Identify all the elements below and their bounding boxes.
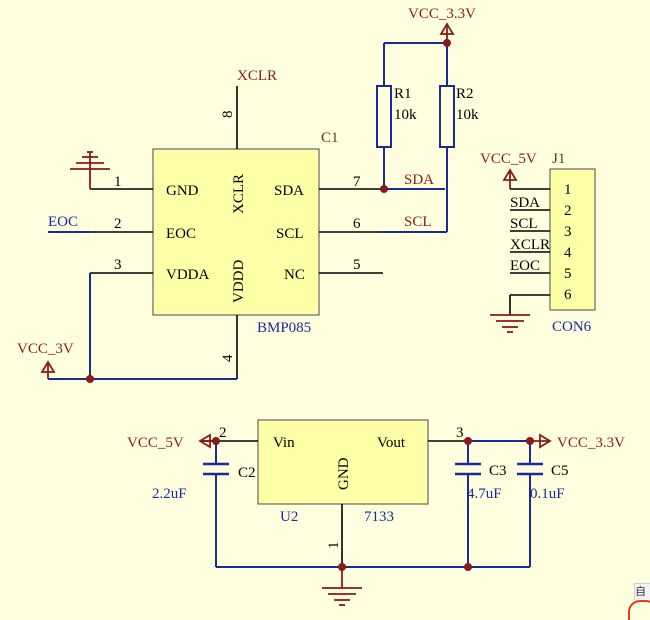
net-label-vcc33-top: VCC_3.3V xyxy=(408,6,476,22)
net-label-vcc33-out: VCC_3.3V xyxy=(557,435,625,451)
ground-symbol-c1 xyxy=(70,151,110,189)
net-label-vcc3v: VCC_3V xyxy=(17,341,74,357)
r1-value: 10k xyxy=(394,107,417,123)
pin-name-scl: SCL xyxy=(276,226,304,242)
c5-ref: C5 xyxy=(551,463,569,479)
j1-net-sda: SDA xyxy=(510,195,540,211)
net-label-xclr: XCLR xyxy=(237,68,277,84)
pin-num-7: 7 xyxy=(353,174,361,190)
capacitor-c3[interactable] xyxy=(455,462,481,476)
capacitor-c5[interactable] xyxy=(517,462,543,476)
net-label-eoc: EOC xyxy=(48,214,78,230)
u2-ref: U2 xyxy=(280,509,298,525)
pin-num-8: 8 xyxy=(220,111,236,119)
net-label-scl: SCL xyxy=(404,214,432,230)
r1-ref: R1 xyxy=(394,86,412,102)
j1-body xyxy=(549,168,596,311)
ground-symbol-j1 xyxy=(490,295,530,333)
j1-ref: J1 xyxy=(552,151,565,167)
pin-num-6: 6 xyxy=(353,216,361,232)
c5-value: 0.1uF xyxy=(530,486,565,502)
bmp085-sensor[interactable]: GND EOC VDDA SDA SCL NC XCLR VDDD 1 2 3 … xyxy=(90,86,383,379)
j1-value: CON6 xyxy=(552,319,592,335)
net-label-sda: SDA xyxy=(404,172,434,188)
u2-pin-vin: Vin xyxy=(273,435,295,451)
net-label-vcc5v-j1: VCC_5V xyxy=(480,151,537,167)
bmp085-value: BMP085 xyxy=(257,320,311,336)
pin-num-3: 3 xyxy=(114,257,122,273)
pullup-network xyxy=(380,22,455,233)
connector-j1[interactable]: 1 2 3 4 5 6 SDA SCL XCLR EOC J1 CON6 xyxy=(510,151,596,335)
pin-name-nc: NC xyxy=(284,267,305,283)
net-label-vcc5v-reg: VCC_5V xyxy=(127,435,184,451)
corner-overlay-box[interactable]: 自 xyxy=(634,583,650,600)
u2-num-vin: 2 xyxy=(219,425,227,441)
r2-value: 10k xyxy=(456,107,479,123)
r2-ref: R2 xyxy=(456,86,474,102)
pin-num-4: 4 xyxy=(220,354,236,362)
j1-pin-5: 5 xyxy=(564,266,572,282)
j1-vcc5v-supply xyxy=(502,168,518,189)
pin-num-2: 2 xyxy=(114,216,122,232)
j1-net-scl: SCL xyxy=(510,216,538,232)
pin-num-1: 1 xyxy=(114,174,122,190)
pin-name-xclr: XCLR xyxy=(231,174,247,214)
vcc-3v-supply xyxy=(40,273,237,383)
bmp085-body xyxy=(152,148,320,316)
j1-pin-2: 2 xyxy=(564,203,572,219)
j1-pin-3: 3 xyxy=(564,224,572,240)
c2-ref: C2 xyxy=(238,465,256,481)
u2-body xyxy=(257,419,429,505)
c3-ref: C3 xyxy=(489,463,507,479)
pin-name-gnd: GND xyxy=(166,183,199,199)
j1-net-xclr: XCLR xyxy=(510,237,550,253)
pin-num-5: 5 xyxy=(353,257,361,273)
regulator-wiring xyxy=(198,433,552,571)
pin-name-vddd: VDDD xyxy=(231,260,247,303)
u2-pin-vout: Vout xyxy=(377,435,406,451)
pin-name-eoc: EOC xyxy=(166,226,196,242)
c3-value: 4.7uF xyxy=(467,486,502,502)
capacitor-c2[interactable] xyxy=(203,462,229,476)
ground-symbol-regulator xyxy=(322,567,362,606)
u2-pin-gnd: GND xyxy=(336,457,352,490)
j1-net-eoc: EOC xyxy=(510,258,540,274)
pin-name-vdda: VDDA xyxy=(166,267,209,283)
j1-pin-6: 6 xyxy=(564,287,572,303)
u2-num-vout: 3 xyxy=(456,425,464,441)
corner-overlay-mark xyxy=(628,600,650,620)
j1-pin-1: 1 xyxy=(564,182,572,198)
j1-pin-4: 4 xyxy=(564,245,572,261)
resistor-r2[interactable] xyxy=(439,85,455,148)
c2-value: 2.2uF xyxy=(152,486,187,502)
u2-num-gnd: 1 xyxy=(326,542,342,550)
pin-name-sda: SDA xyxy=(274,183,304,199)
u2-value: 7133 xyxy=(364,509,394,525)
bmp085-ref: C1 xyxy=(321,130,339,146)
resistor-r1[interactable] xyxy=(376,85,392,148)
regulator-u2[interactable]: Vin Vout GND 2 3 1 U2 7133 xyxy=(216,419,468,567)
